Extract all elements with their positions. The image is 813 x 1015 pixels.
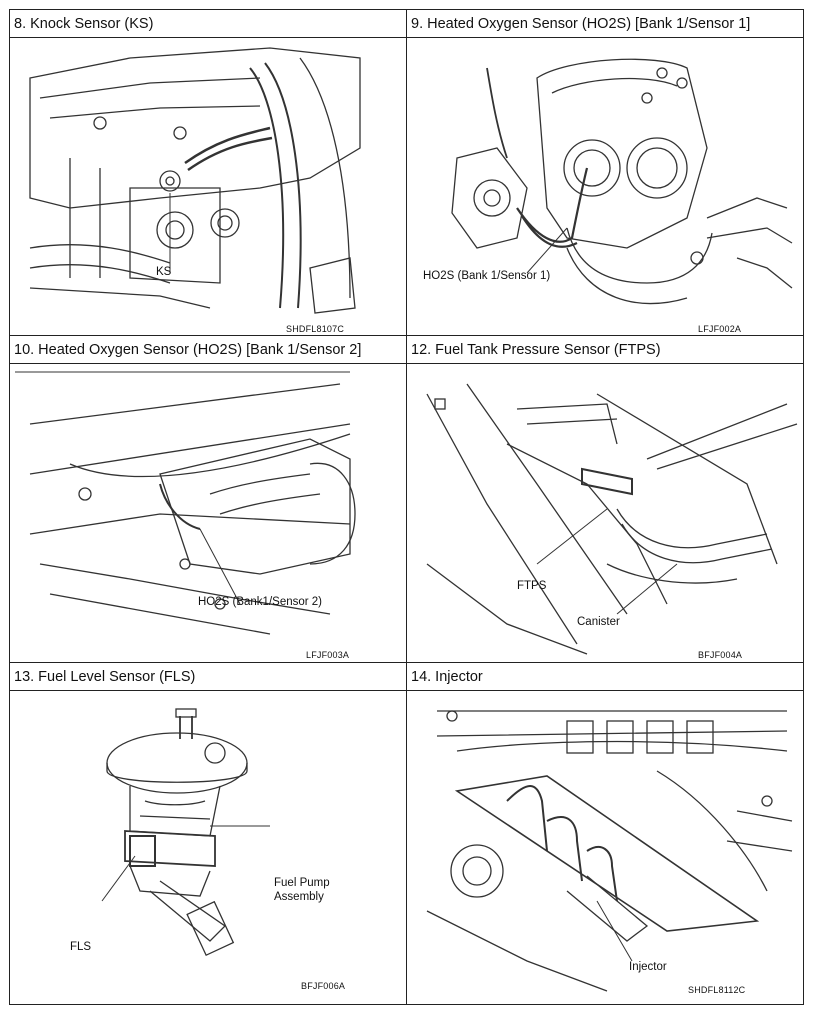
figure-code: SHDFL8112C [688,985,746,995]
fuel-pump-drawing [101,708,270,957]
exhaust-manifold-drawing [451,58,793,305]
callout-label: Fuel Pump [274,877,330,889]
fuel-tank-area-drawing [426,383,798,655]
column-divider [406,10,407,1004]
figure-code: SHDFL8107C [286,324,345,334]
engine-drawing [29,47,361,314]
ftps-illustration: FTPS Canister BFJF004A [407,364,804,662]
fuel-rail-drawing [426,710,793,992]
panel-fls: 13. Fuel Level Sensor (FLS) Fuel Pump [10,663,406,1004]
knock-sensor-illustration: KS SHDFL8107C [10,38,406,335]
panel-title: 8. Knock Sensor (KS) [10,10,406,38]
fls-illustration: Fuel Pump Assembly FLS BFJF006A [10,691,406,1004]
panel-ftps: 12. Fuel Tank Pressure Sensor (FTPS) FTP [407,336,804,662]
panel-injector: 14. Injector Injector SHDFL8112C [407,663,804,1004]
panel-ho2s-b1s2: 10. Heated Oxygen Sensor (HO2S) [Bank 1/… [10,336,406,662]
callout-label: Assembly [274,891,324,903]
callout-label: HO2S (Bank 1/Sensor 1) [423,270,551,282]
figure-code: BFJF004A [698,650,743,660]
panel-ho2s-b1s1: 9. Heated Oxygen Sensor (HO2S) [Bank 1/S… [407,10,804,335]
figure-code: LFJF003A [306,650,350,660]
ho2s-b1s2-illustration: HO2S (Bank1/Sensor 2) LFJF003A [10,364,406,662]
callout-label: FTPS [517,580,547,592]
panel-knock-sensor: 8. Knock Sensor (KS) [10,10,406,335]
panel-title: 9. Heated Oxygen Sensor (HO2S) [Bank 1/S… [407,10,804,38]
figure-code: LFJF002A [698,324,742,334]
callout-label: KS [156,266,172,278]
figure-code: BFJF006A [301,981,346,991]
sensor-diagram-grid: 8. Knock Sensor (KS) [9,9,804,1005]
row-divider [10,335,803,336]
injector-illustration: Injector SHDFL8112C [407,691,804,1004]
callout-label: Injector [629,961,667,973]
panel-title: 13. Fuel Level Sensor (FLS) [10,663,406,691]
exhaust-pipe-drawing [15,371,356,635]
callout-label: Canister [577,616,620,628]
panel-title: 10. Heated Oxygen Sensor (HO2S) [Bank 1/… [10,336,406,364]
panel-title: 12. Fuel Tank Pressure Sensor (FTPS) [407,336,804,364]
row-divider [10,662,803,663]
callout-label: FLS [70,941,92,953]
panel-title: 14. Injector [407,663,804,691]
ho2s-b1s1-illustration: HO2S (Bank 1/Sensor 1) LFJF002A [407,38,804,335]
callout-label: HO2S (Bank1/Sensor 2) [198,596,323,608]
